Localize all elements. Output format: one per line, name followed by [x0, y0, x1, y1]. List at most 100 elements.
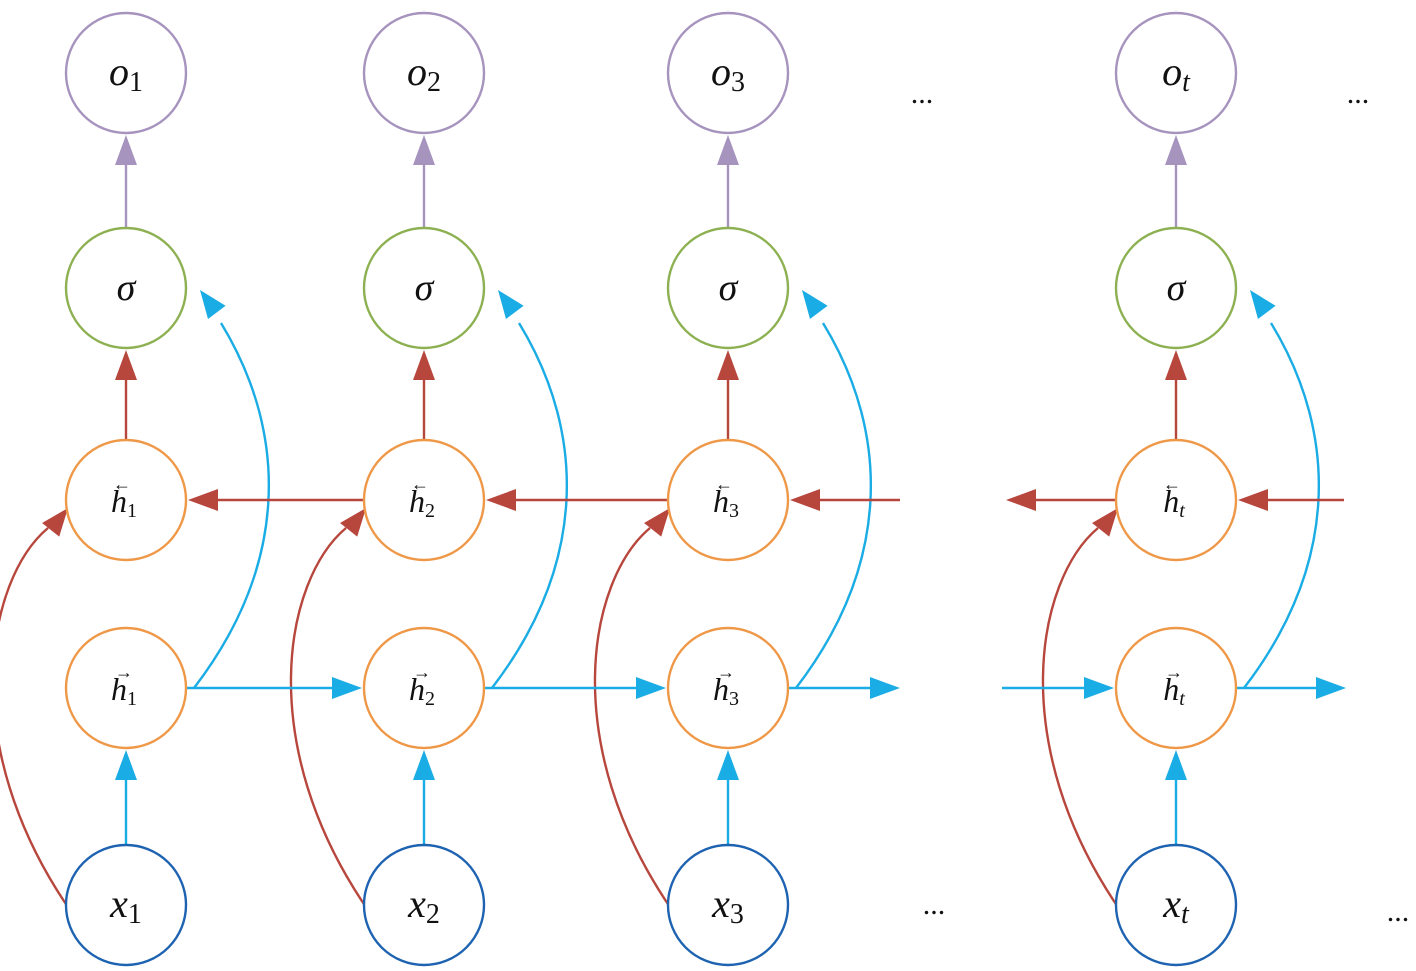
backward-hidden-circle-1: [64, 438, 188, 562]
backward-chain-arrowhead-in-3: [790, 489, 820, 511]
backward-hidden-label-t-subscript: t: [1179, 500, 1185, 522]
forward-to-sigma-arrowhead-t: [1250, 290, 1276, 319]
sigma-node-circle-3: [666, 226, 790, 350]
output-label-2-subscript: 2: [427, 67, 441, 98]
input-to-backward-arrowhead-1: [42, 508, 68, 537]
forward-chain-arrowhead-3: [636, 677, 666, 699]
forward-chain-arrowhead-in-t: [1084, 677, 1114, 699]
output-arrowhead-1: [115, 135, 137, 165]
sigma-label-t: σ: [1167, 267, 1187, 309]
output-node-circle-2: [362, 11, 486, 135]
backward-hidden-label-3-base: h: [713, 483, 729, 519]
forward-hidden-label-3-subscript: 3: [729, 688, 739, 710]
backward-hidden-circle-2: [362, 438, 486, 562]
input-node-circle-2: [362, 843, 486, 967]
left-arrow-accent-icon-2: ←: [411, 474, 429, 494]
backward-hidden-label-2: h2: [409, 483, 435, 522]
output-node-circle-t: [1114, 11, 1238, 135]
backward-hidden-label-1: h1: [111, 483, 137, 522]
input-to-backward-arrowhead-t: [1092, 508, 1118, 537]
output-label-2-base: o: [407, 49, 427, 94]
backward-hidden-circle-3: [666, 438, 790, 562]
output-label-3-subscript: 3: [731, 67, 745, 98]
forward-hidden-circle-1: [64, 626, 188, 750]
backward-hidden-label-t: ht: [1163, 483, 1185, 522]
forward-to-sigma-curve-1: [193, 322, 270, 689]
output-label-t-subscript: t: [1182, 67, 1191, 98]
edges-layer: [0, 135, 1346, 911]
ellipsis-1: ...: [911, 77, 934, 110]
input-label-2: x2: [407, 881, 440, 930]
forward-chain-arrowhead-out-3: [870, 677, 900, 699]
sigma-node-circle-1: [64, 226, 188, 350]
backward-hidden-label-1-subscript: 1: [127, 500, 137, 522]
output-label-t-base: o: [1162, 49, 1182, 94]
input-to-backward-curve-2: [289, 527, 369, 911]
input-to-backward-arrowhead-2: [340, 508, 366, 537]
forward-hidden-circle-2: [362, 626, 486, 750]
forward-hidden-label-3-base: h: [713, 671, 729, 707]
backward-chain-arrowhead-2: [486, 489, 516, 511]
input-label-3-subscript: 3: [730, 899, 744, 930]
backward-hidden-node-3: h3←: [666, 438, 790, 562]
output-node-3: o3: [666, 11, 790, 135]
input-node-3: x3: [666, 843, 790, 967]
right-arrow-accent-icon-2: →: [413, 662, 431, 682]
forward-to-sigma-arrowhead-3: [802, 290, 828, 319]
forward-hidden-label-2: h2: [409, 671, 435, 710]
input-to-forward-arrowhead-1: [115, 750, 137, 780]
output-label-3: o3: [711, 49, 745, 98]
output-label-1-base: o: [109, 49, 129, 94]
backward-hidden-label-3-subscript: 3: [729, 500, 739, 522]
sigma-label-3: σ: [719, 267, 739, 309]
backward-to-sigma-arrowhead-2: [413, 350, 435, 380]
backward-to-sigma-arrowhead-t: [1165, 350, 1187, 380]
forward-hidden-node-1: h1→: [64, 626, 188, 750]
input-label-3-base: x: [711, 881, 730, 926]
sigma-label-2: σ: [415, 267, 435, 309]
sigma-node-3: σ: [666, 226, 790, 350]
output-label-1: o1: [109, 49, 143, 98]
ellipsis-2: ...: [1347, 77, 1370, 110]
forward-hidden-label-2-subscript: 2: [425, 688, 435, 710]
forward-hidden-label-1-subscript: 1: [127, 688, 137, 710]
sigma-node-1: σ: [64, 226, 188, 350]
input-node-circle-t: [1114, 843, 1238, 967]
forward-to-sigma-curve-t: [1243, 322, 1320, 689]
forward-hidden-label-t-base: h: [1163, 671, 1179, 707]
output-label-3-base: o: [711, 49, 731, 94]
ellipsis-4: ...: [1387, 895, 1410, 928]
forward-chain-arrowhead-2: [332, 677, 362, 699]
forward-hidden-label-t: ht: [1163, 671, 1185, 710]
sigma-label-1: σ: [117, 267, 137, 309]
input-to-backward-curve-1: [0, 527, 71, 911]
output-arrowhead-t: [1165, 135, 1187, 165]
backward-chain-arrowhead-in-t: [1238, 489, 1268, 511]
output-node-t: ot: [1114, 11, 1238, 135]
backward-hidden-node-1: h1←: [64, 438, 188, 562]
backward-hidden-label-t-base: h: [1163, 483, 1179, 519]
right-arrow-accent-icon-t: →: [1165, 662, 1183, 682]
output-node-2: o2: [362, 11, 486, 135]
input-to-forward-arrowhead-3: [717, 750, 739, 780]
input-node-circle-3: [666, 843, 790, 967]
right-arrow-accent-icon-3: →: [717, 662, 735, 682]
backward-to-sigma-arrowhead-1: [115, 350, 137, 380]
input-node-circle-1: [64, 843, 188, 967]
left-arrow-accent-icon-1: ←: [113, 474, 131, 494]
input-label-1-subscript: 1: [128, 899, 142, 930]
backward-hidden-label-1-base: h: [111, 483, 127, 519]
backward-chain-arrowhead-out-t: [1006, 489, 1036, 511]
output-label-2: o2: [407, 49, 441, 98]
backward-hidden-label-2-subscript: 2: [425, 500, 435, 522]
input-to-backward-curve-t: [1041, 527, 1121, 911]
input-to-backward-arrowhead-3: [644, 508, 670, 537]
forward-hidden-label-1-base: h: [111, 671, 127, 707]
input-label-t: xt: [1162, 881, 1190, 930]
output-node-circle-3: [666, 11, 790, 135]
ellipsis-layer: ............: [911, 77, 1410, 928]
input-node-t: xt: [1114, 843, 1238, 967]
input-label-3: x3: [711, 881, 744, 930]
sigma-node-2: σ: [362, 226, 486, 350]
